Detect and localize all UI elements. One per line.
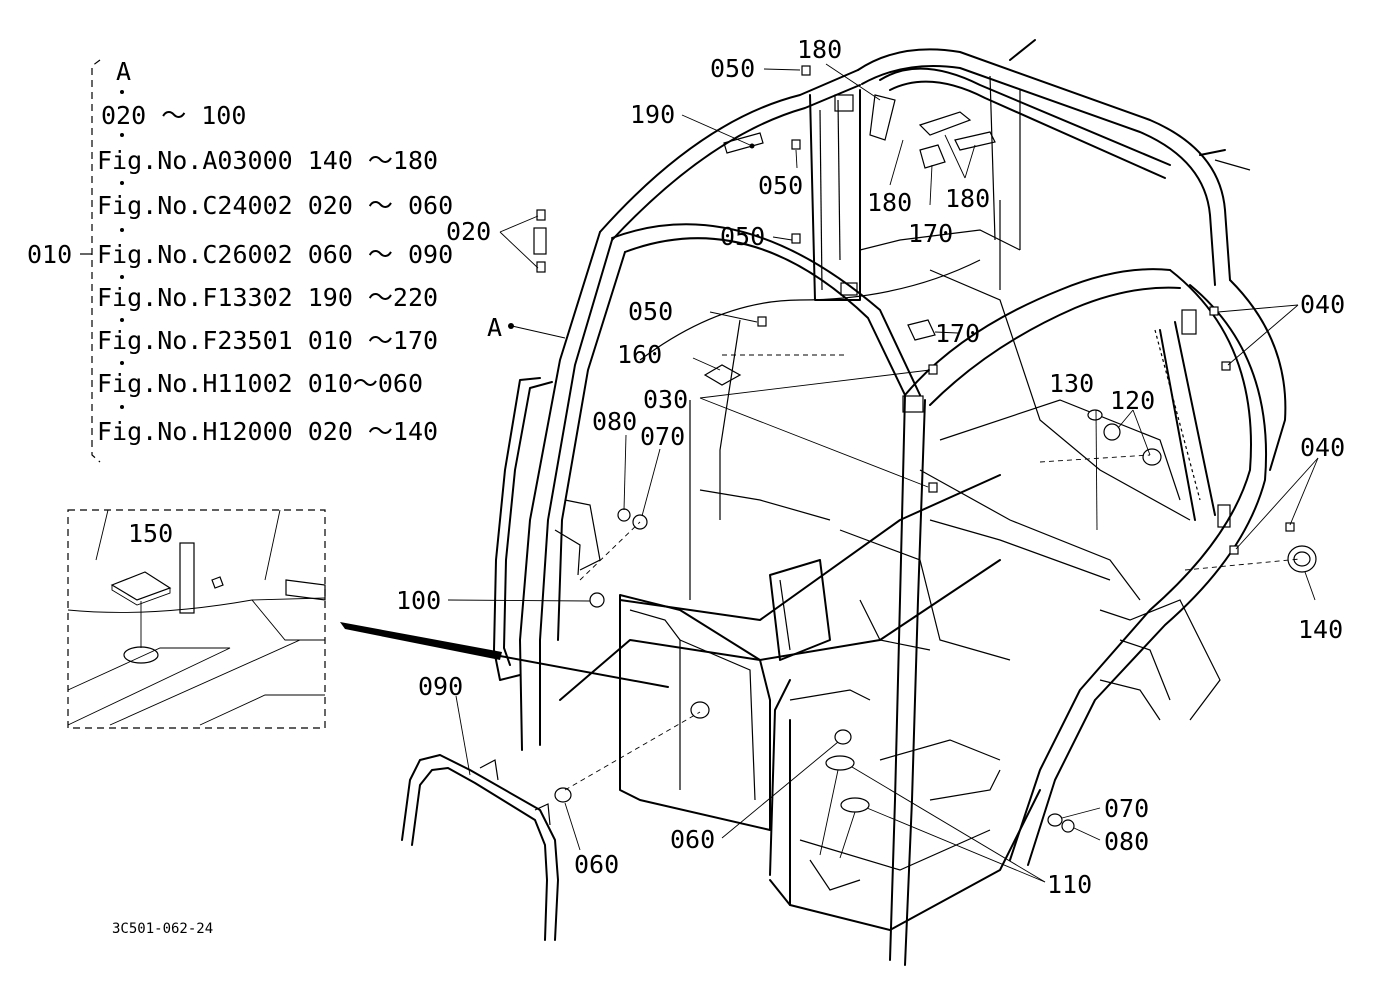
callout-060: 060: [670, 825, 715, 854]
part-180a: [869, 94, 896, 141]
callout-100: 100: [396, 586, 441, 615]
callout-180: 180: [797, 35, 842, 64]
drawing-number: 3C501-062-24: [112, 921, 213, 937]
callout-120: 120: [1110, 386, 1155, 415]
callout-080: 080: [592, 407, 637, 436]
callout-A: A: [487, 313, 502, 342]
callout-070: 070: [640, 422, 685, 451]
callout-050: 050: [758, 171, 803, 200]
callout-140: 140: [1298, 615, 1343, 644]
part-180c: [954, 131, 996, 151]
callout-170: 170: [908, 219, 953, 248]
reference-dots: [120, 90, 124, 409]
detail-inset: 150: [67, 509, 669, 729]
part-170a: [919, 144, 946, 169]
reference-item: Fig.No.H12000 020 ～140: [97, 417, 438, 446]
part-060b: [834, 729, 852, 745]
reference-bracket: [91, 59, 101, 463]
reference-item: Fig.No.F23501 010 ～170: [97, 326, 438, 355]
inset-pointer-arrow: [340, 622, 502, 660]
callout-150: 150: [128, 519, 173, 548]
part-170b: [907, 319, 936, 341]
callout-050: 050: [710, 54, 755, 83]
callout-180: 180: [867, 188, 912, 217]
callout-110: 110: [1047, 870, 1092, 899]
callout-030: 030: [643, 385, 688, 414]
part-110a: [825, 755, 855, 771]
part-110b: [840, 797, 870, 813]
callout-130: 130: [1049, 369, 1094, 398]
inset-frame: [67, 509, 326, 729]
callout-050: 050: [720, 222, 765, 251]
callout-050: 050: [628, 297, 673, 326]
fasteners: [533, 65, 1295, 555]
part-180b: [918, 111, 972, 136]
part-060a: [554, 787, 572, 803]
callout-040: 040: [1300, 433, 1345, 462]
reference-item: Fig.No.C24002 020 ～ 060: [97, 191, 453, 220]
leader-lines: [447, 63, 1319, 883]
grommets: [554, 409, 1317, 833]
callouts: 050 180 190 050 180 180 170 020 050 050 …: [396, 35, 1345, 899]
reference-item: Fig.No.C26002 060 ～ 090: [97, 240, 453, 269]
callout-160: 160: [617, 340, 662, 369]
callout-060: 060: [574, 850, 619, 879]
reference-list: 010 A 020 ～ 100 Fig.No.A03000 140 ～180 F…: [27, 57, 453, 463]
reference-item: 020 ～ 100: [101, 101, 246, 130]
part-090: [411, 767, 548, 941]
reference-item: Fig.No.A03000 140 ～180: [97, 146, 438, 175]
callout-180: 180: [945, 184, 990, 213]
callout-170: 170: [935, 319, 980, 348]
part-post: [179, 542, 195, 614]
callout-190: 190: [630, 100, 675, 129]
part-hole: [123, 646, 159, 664]
part-160: [703, 364, 742, 386]
callout-070: 070: [1104, 794, 1149, 823]
reference-group-label: 010: [27, 240, 72, 269]
reference-item: Fig.No.F13302 190 ～220: [97, 283, 438, 312]
reference-item: Fig.No.H11002 010～060: [97, 369, 423, 398]
callout-020: 020: [446, 217, 491, 246]
part-190: [723, 132, 764, 154]
callout-080: 080: [1104, 827, 1149, 856]
reference-item: A: [116, 57, 131, 86]
part-100: [589, 592, 605, 608]
callout-040: 040: [1300, 290, 1345, 319]
cab-frame: [401, 39, 1317, 966]
callout-090: 090: [418, 672, 463, 701]
